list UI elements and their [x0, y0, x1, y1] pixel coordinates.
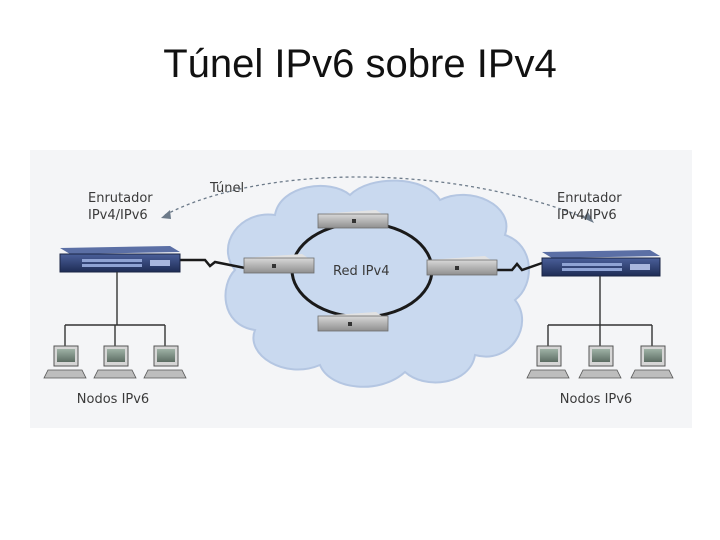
tunnel-arrow-left-icon: [161, 210, 171, 219]
left-router-label: Enrutador IPv4/IPv6: [88, 190, 153, 224]
right-lan-wiring: [547, 276, 653, 346]
right-router-label-line1: Enrutador: [557, 191, 622, 206]
right-computer-1-icon: [526, 345, 570, 379]
ipv4-server-left: [243, 254, 315, 274]
slide-title: Túnel IPv6 sobre IPv4: [163, 42, 557, 86]
left-router-label-line1: Enrutador: [88, 191, 153, 206]
ipv4-server-bottom: [317, 312, 389, 332]
tunnel-arrow-right-icon: [583, 212, 594, 223]
wan-link-left: [180, 258, 246, 270]
right-nodes-label: Nodos IPv6: [559, 392, 633, 407]
ipv4-network-cloud: [224, 179, 530, 388]
left-computer-1-icon: [43, 345, 87, 379]
left-computer-3-icon: [143, 345, 187, 379]
left-nodes-label: Nodos IPv6: [76, 392, 150, 407]
tunnel-diagram: Enrutador IPv4/IPv6 Enrutador IPv4/IPv6 …: [30, 150, 692, 428]
right-router-label: Enrutador IPv4/IPv6: [557, 190, 622, 224]
left-lan-wiring: [64, 272, 166, 346]
ipv4-server-right: [426, 256, 498, 276]
right-router-label-line2: IPv4/IPv6: [557, 208, 617, 223]
right-computer-3-icon: [630, 345, 674, 379]
right-computer-2-icon: [578, 345, 622, 379]
ipv4-network-label: Red IPv4: [333, 264, 390, 279]
right-router-icon: [541, 250, 661, 277]
left-router-icon: [59, 246, 181, 273]
diagram-canvas: [30, 150, 692, 428]
tunnel-path: [164, 176, 591, 221]
left-computer-2-icon: [93, 345, 137, 379]
tunnel-label: Túnel: [210, 181, 245, 196]
wan-link-right: [490, 260, 546, 272]
left-router-label-line2: IPv4/IPv6: [88, 208, 148, 223]
ipv4-server-top: [317, 210, 389, 229]
